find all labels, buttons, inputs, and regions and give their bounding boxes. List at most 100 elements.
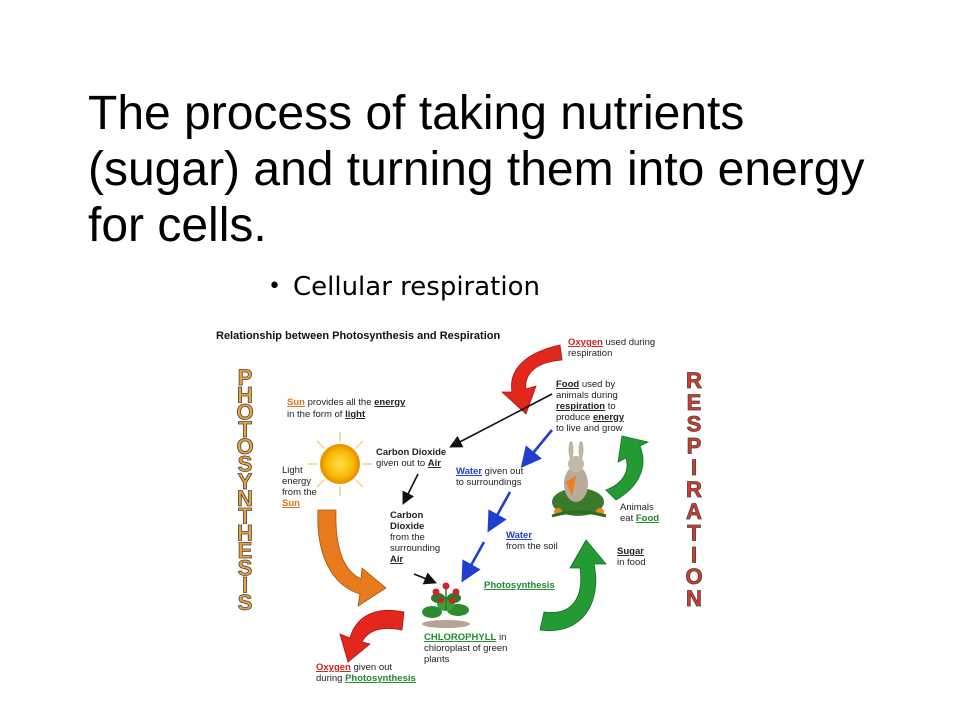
light-energy-line1: Light <box>282 465 303 476</box>
bullet-text: Cellular respiration <box>292 272 540 302</box>
sun-icon <box>308 432 372 496</box>
water-top-arrow <box>487 491 512 533</box>
respiration-letter: I <box>691 455 697 480</box>
produce-word: produce <box>556 412 593 423</box>
chlorophyll-word: CHLOROPHYLL <box>424 632 497 643</box>
energy-word: energy <box>374 397 406 408</box>
food-used-line2: animals during <box>556 390 618 401</box>
photosynthesis-letter: I <box>242 573 248 598</box>
co2-out-air: Air <box>428 458 442 469</box>
bullet-item: • Cellular respiration <box>268 272 540 302</box>
photosynthesis-letter: S <box>238 555 253 580</box>
sun-caption: Sun provides all the energy in the form … <box>287 397 408 420</box>
co2-out-line1: Carbon Dioxide <box>376 447 446 458</box>
co2-from-line4: surrounding <box>390 543 440 554</box>
photosynthesis-letter: O <box>236 434 253 459</box>
photosynthesis-letter: S <box>238 590 253 615</box>
oxygen-out-mid: given out <box>351 662 393 673</box>
respiration-letter: T <box>687 521 701 546</box>
respiration-letter: I <box>691 542 697 567</box>
water-soil-line2: from the soil <box>506 541 558 552</box>
slide-title: The process of taking nutrients (sugar) … <box>88 87 865 252</box>
photosynthesis-label: Photosynthesis <box>484 580 555 591</box>
light-energy-sun: Sun <box>282 498 300 509</box>
water-out-arrow <box>520 429 554 469</box>
photosynthesis-letter: T <box>238 503 252 528</box>
respiration-letter: S <box>687 412 702 437</box>
oxygen-used-caption: Oxygen used during respiration <box>568 337 658 359</box>
chlorophyll-line3: plants <box>424 654 450 665</box>
co2-to-air-arrow <box>402 473 419 505</box>
animals-line2: eat <box>620 513 636 524</box>
oxygen-out-photosynthesis: Photosynthesis <box>345 673 416 684</box>
oxygen-out-word: Oxygen <box>316 662 351 673</box>
animals-eat-caption: Animals eat Food <box>620 502 659 524</box>
co2-to-plant-arrow <box>413 572 437 585</box>
respiration-letter: E <box>687 390 702 415</box>
food-word: Food <box>556 379 579 390</box>
respiration-letter: O <box>685 564 702 589</box>
respiration-letter: R <box>686 368 702 393</box>
red-curved-arrow-oxygen-out <box>339 609 405 663</box>
food-used-line5: to live and grow <box>556 423 623 434</box>
photosynthesis-letter: S <box>238 452 253 477</box>
sun-caption-line2: in the form of <box>287 409 345 420</box>
sun-caption-mid: provides all the <box>305 397 374 408</box>
water-soil-word: Water <box>506 530 532 541</box>
water-out-line2: to surroundings <box>456 477 522 488</box>
chlorophyll-in: in <box>496 632 506 643</box>
co2-from-line3: from the <box>390 532 425 543</box>
photosynthesis-letter: O <box>236 400 253 425</box>
co2-out-arrow <box>449 393 553 448</box>
water-given-out-caption: Water given out to surroundings <box>456 466 526 488</box>
photosynthesis-letter: H <box>237 521 253 546</box>
photosynthesis-letter: N <box>237 486 253 511</box>
orange-curved-arrow-light-energy <box>317 509 387 607</box>
respiration-word: respiration <box>556 401 605 412</box>
light-energy-line2: energy <box>282 476 311 487</box>
diagram-title: Relationship between Photosynthesis and … <box>216 330 500 342</box>
oxygen-used-mid: used during <box>603 337 655 348</box>
respiration-letter: P <box>687 433 702 458</box>
photosynthesis-letter: H <box>237 382 253 407</box>
animals-line1: Animals <box>620 502 654 513</box>
food-used-to: to <box>605 401 616 412</box>
oxygen-used-line2: respiration <box>568 348 612 359</box>
photosynthesis-word: Photosynthesis <box>484 580 555 591</box>
rabbit-icon <box>551 441 607 518</box>
sugar-caption: Sugar in food <box>617 546 647 568</box>
plant-icon <box>422 582 470 628</box>
sun-word: Sun <box>287 397 305 408</box>
respiration-letter: R <box>686 477 702 502</box>
chlorophyll-caption: CHLOROPHYLL in chloroplast of green plan… <box>424 632 510 665</box>
light-word: light <box>345 409 366 420</box>
food-used-caption: Food used by animals during respiration … <box>556 379 627 434</box>
oxygen-out-during: during <box>316 673 345 684</box>
light-energy-caption: Light energy from the Sun <box>282 465 320 509</box>
food-energy-word: energy <box>593 412 625 423</box>
oxygen-given-out-caption: Oxygen given out during Photosynthesis <box>316 662 416 684</box>
water-out-mid: given out <box>482 466 524 477</box>
red-curved-arrow-oxygen-used <box>500 344 563 415</box>
light-energy-line3: from the <box>282 487 317 498</box>
photosynthesis-letter: E <box>238 538 253 563</box>
animals-food-word: Food <box>636 513 659 524</box>
respiration-letter: N <box>686 586 702 611</box>
bullet-dot-icon: • <box>268 274 281 299</box>
oxygen-used-word: Oxygen <box>568 337 603 348</box>
co2-given-out-caption: Carbon Dioxide given out to Air <box>376 447 449 469</box>
sugar-line2: in food <box>617 557 646 568</box>
co2-from-line2: Dioxide <box>390 521 424 532</box>
food-used-mid: used by <box>579 379 615 390</box>
co2-out-line2: given out to <box>376 458 428 469</box>
co2-from-air: Air <box>390 554 404 565</box>
co2-from-line1: Carbon <box>390 510 423 521</box>
water-out-word: Water <box>456 466 482 477</box>
respiration-letter: A <box>686 499 702 524</box>
sugar-word: Sugar <box>617 546 644 557</box>
photosynthesis-letter: Y <box>238 469 253 494</box>
chlorophyll-line2: chloroplast of green <box>424 643 507 654</box>
